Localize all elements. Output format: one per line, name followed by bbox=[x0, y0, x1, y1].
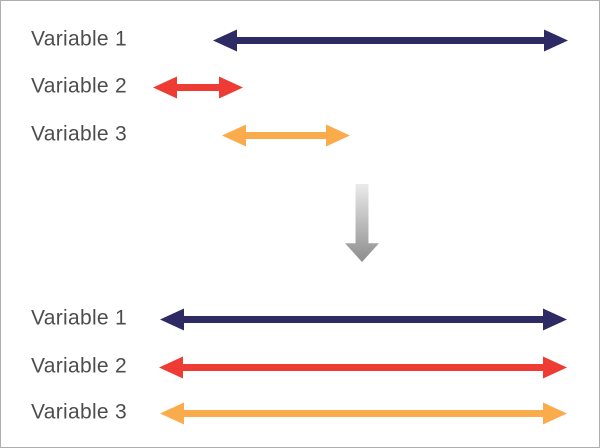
arrow-left-head-icon bbox=[222, 124, 246, 146]
top-variable-3-label: Variable 3 bbox=[31, 122, 128, 146]
bottom-variable-2-range-arrow bbox=[159, 356, 567, 379]
top-variable-2-range-arrow bbox=[153, 76, 243, 99]
arrow-shaft bbox=[242, 131, 330, 139]
arrow-shaft bbox=[233, 36, 548, 44]
arrow-right-head-icon bbox=[219, 76, 243, 98]
top-variable-1-range-arrow bbox=[213, 29, 568, 52]
arrow-right-head-icon bbox=[543, 356, 567, 378]
arrow-left-head-icon bbox=[159, 356, 183, 378]
arrow-shaft bbox=[180, 315, 547, 323]
arrow-right-head-icon bbox=[544, 29, 568, 51]
arrow-left-head-icon bbox=[160, 308, 184, 330]
bottom-variable-1-range-arrow bbox=[160, 308, 567, 331]
arrow-right-head-icon bbox=[543, 308, 567, 330]
bottom-variable-2-label: Variable 2 bbox=[31, 354, 128, 378]
arrow-left-head-icon bbox=[213, 29, 237, 51]
arrow-right-head-icon bbox=[326, 124, 350, 146]
arrow-shaft bbox=[179, 363, 547, 371]
arrow-shaft bbox=[173, 83, 223, 91]
arrow-left-head-icon bbox=[160, 402, 184, 424]
transform-down-arrow-icon bbox=[345, 184, 379, 262]
top-variable-3-range-arrow bbox=[222, 124, 350, 147]
top-variable-2-label: Variable 2 bbox=[31, 74, 128, 98]
bottom-variable-1-label: Variable 1 bbox=[31, 306, 128, 330]
arrow-right-head-icon bbox=[543, 402, 567, 424]
bottom-variable-3-range-arrow bbox=[160, 402, 567, 425]
arrow-left-head-icon bbox=[153, 76, 177, 98]
bottom-variable-3-label: Variable 3 bbox=[31, 400, 128, 424]
arrow-shaft bbox=[180, 409, 547, 417]
top-variable-1-label: Variable 1 bbox=[31, 27, 128, 51]
